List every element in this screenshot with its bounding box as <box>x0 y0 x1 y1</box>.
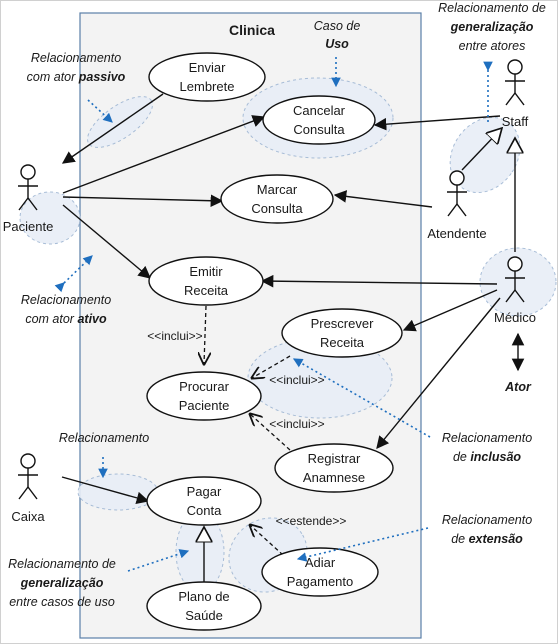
actor-staff[interactable] <box>505 59 525 106</box>
svg-text:Anamnese: Anamnese <box>303 470 365 485</box>
use-case-cancelar-consulta[interactable]: Cancelar Consulta <box>262 95 376 145</box>
annotation-pointers <box>54 57 493 572</box>
svg-text:Cancelar: Cancelar <box>293 103 346 118</box>
svg-text:generalização: generalização <box>20 576 104 590</box>
svg-text:de extensão: de extensão <box>451 532 523 546</box>
generalization-lines <box>204 128 515 583</box>
svg-text:entre casos de uso: entre casos de uso <box>9 595 115 609</box>
use-case-marcar-consulta[interactable]: Marcar Consulta <box>220 174 334 224</box>
use-case-procurar-paciente[interactable]: Procurar Paciente <box>146 371 262 421</box>
svg-text:Consulta: Consulta <box>251 201 303 216</box>
svg-text:de inclusão: de inclusão <box>453 450 521 464</box>
svg-text:Conta: Conta <box>187 503 222 518</box>
svg-text:Relacionamento de: Relacionamento de <box>8 557 116 571</box>
svg-text:generalização: generalização <box>450 20 534 34</box>
svg-text:Lembrete: Lembrete <box>180 79 235 94</box>
system-title: Clinica <box>229 22 275 38</box>
use-case-pagar-conta[interactable]: Pagar Conta <box>146 476 262 526</box>
svg-text:Enviar: Enviar <box>189 60 227 75</box>
svg-text:Relacionamento: Relacionamento <box>31 51 121 65</box>
svg-text:Pagamento: Pagamento <box>287 574 354 589</box>
svg-text:Emitir: Emitir <box>189 264 223 279</box>
include-emitir-procurar <box>204 305 206 364</box>
assoc-medico-prescrever <box>402 289 498 332</box>
svg-text:Prescrever: Prescrever <box>311 316 375 331</box>
svg-text:Caso de: Caso de <box>314 19 361 33</box>
assoc-atendente-marcar <box>333 190 433 208</box>
svg-text:Relacionamento: Relacionamento <box>442 513 532 527</box>
assoc-caixa-pagar <box>61 476 150 505</box>
use-case-registrar-anamnese[interactable]: Registrar Anamnese <box>274 443 394 493</box>
use-case-emitir-receita[interactable]: Emitir Receita <box>148 256 264 306</box>
relation-inclui-prescrever: <<inclui>> <box>269 373 324 387</box>
include-registrar-procurar <box>250 414 291 451</box>
dependency-lines <box>204 305 291 556</box>
include-prescrever-procurar <box>252 355 291 378</box>
note-rel-extensao: Relacionamento de extensão <box>442 513 532 546</box>
svg-text:Consulta: Consulta <box>293 122 345 137</box>
svg-text:Relacionamento: Relacionamento <box>442 431 532 445</box>
actor-paciente-label: Paciente <box>3 219 54 234</box>
svg-text:Paciente: Paciente <box>179 398 230 413</box>
relation-inclui-registrar: <<inclui>> <box>269 417 324 431</box>
assoc-paciente-emitir <box>62 204 151 279</box>
assoc-paciente-marcar <box>62 194 224 208</box>
actor-paciente[interactable] <box>18 164 38 211</box>
note-ator: Ator <box>504 380 532 394</box>
note-ator-passivo: Relacionamento com ator passivo <box>27 51 126 84</box>
assoc-medico-emitir <box>260 274 498 288</box>
assoc-medico-registrar <box>376 297 501 449</box>
association-lines <box>61 93 501 505</box>
gen-atendente-staff <box>461 128 502 171</box>
svg-text:Procurar: Procurar <box>179 379 230 394</box>
svg-text:Plano de: Plano de <box>178 589 229 604</box>
svg-text:com ator passivo: com ator passivo <box>27 70 126 84</box>
actor-caixa-label: Caixa <box>11 509 45 524</box>
note-rel-inclusao: Relacionamento de inclusão <box>442 431 532 464</box>
actor-medico-label: Médico <box>494 310 536 325</box>
svg-text:Receita: Receita <box>184 283 229 298</box>
relation-estende: <<estende>> <box>276 514 347 528</box>
svg-text:Receita: Receita <box>320 335 365 350</box>
svg-text:Saúde: Saúde <box>185 608 223 623</box>
use-case-prescrever-receita[interactable]: Prescrever Receita <box>281 308 403 358</box>
assoc-staff-cancelar <box>373 115 501 131</box>
note-relacionamento: Relacionamento <box>59 431 149 445</box>
relation-inclui-emitir: <<inclui>> <box>147 329 202 343</box>
svg-text:Uso: Uso <box>325 37 349 51</box>
use-case-enviar-lembrete[interactable]: Enviar Lembrete <box>148 52 266 102</box>
assoc-lembrete-paciente <box>61 93 164 164</box>
note-gen-atores: Relacionamento de generalização entre at… <box>438 1 546 53</box>
actor-staff-label: Staff <box>502 114 529 129</box>
svg-text:Marcar: Marcar <box>257 182 298 197</box>
note-gen-casos: Relacionamento de generalização entre ca… <box>8 557 116 609</box>
extend-adiar-pagar <box>250 525 284 556</box>
svg-text:Pagar: Pagar <box>187 484 222 499</box>
svg-text:Relacionamento de: Relacionamento de <box>438 1 546 15</box>
use-case-plano-saude[interactable]: Plano de Saúde <box>146 581 262 631</box>
svg-text:Registrar: Registrar <box>308 451 361 466</box>
actor-medico[interactable] <box>505 256 525 303</box>
svg-text:Relacionamento: Relacionamento <box>21 293 111 307</box>
actor-atendente[interactable] <box>447 170 467 217</box>
actor-atendente-label: Atendente <box>427 226 486 241</box>
assoc-paciente-cancelar <box>62 115 266 194</box>
actor-caixa[interactable] <box>18 453 38 500</box>
note-ator-ativo: Relacionamento com ator ativo <box>21 293 111 326</box>
svg-text:entre atores: entre atores <box>459 39 526 53</box>
use-case-adiar-pagamento[interactable]: Adiar Pagamento <box>261 547 379 597</box>
svg-text:Adiar: Adiar <box>305 555 336 570</box>
note-caso-de-uso: Caso de Uso <box>314 19 361 51</box>
svg-text:com ator ativo: com ator ativo <box>25 312 107 326</box>
